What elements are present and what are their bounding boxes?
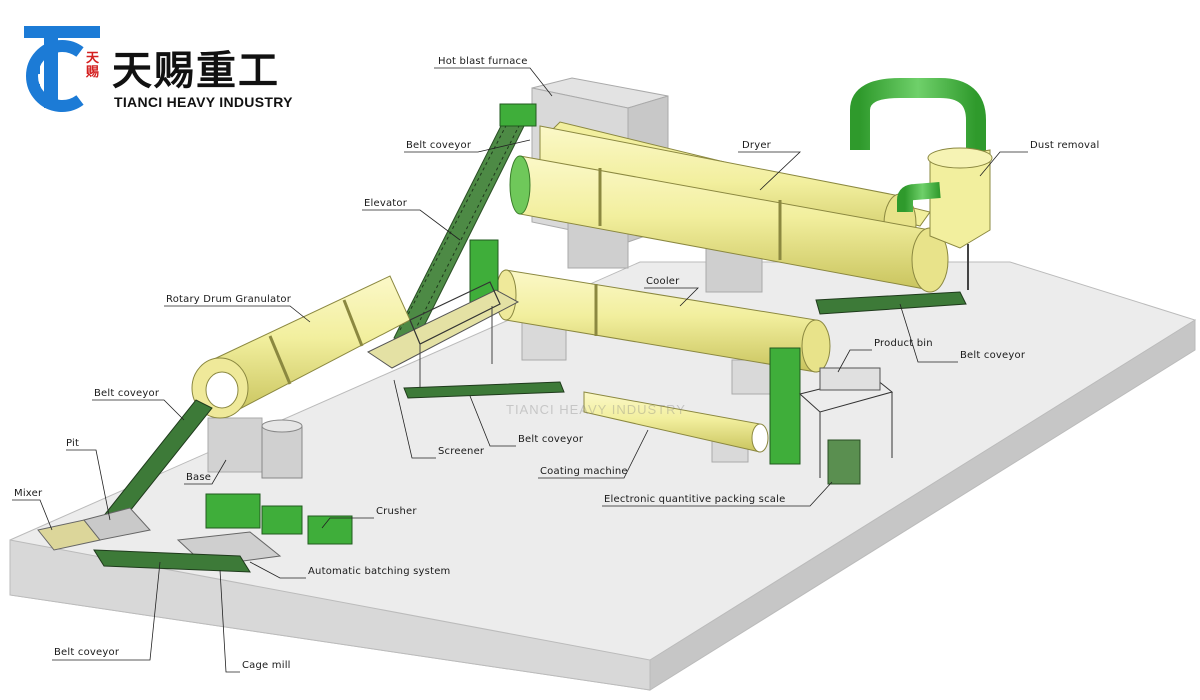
label-elevator: Elevator	[364, 198, 408, 209]
label-packing-scale: Electronic quantitive packing scale	[604, 494, 786, 505]
label-screener: Screener	[438, 446, 485, 457]
company-logo-icon	[24, 26, 100, 112]
logo-mark-cn: 天赐	[86, 51, 100, 80]
batching-system	[93, 531, 282, 573]
label-batching-system: Automatic batching system	[308, 566, 451, 577]
label-belt-conveyor-dryer: Belt coveyor	[406, 140, 472, 151]
label-crusher: Crusher	[376, 506, 417, 517]
brand-name-en: TIANCI HEAVY INDUSTRY	[114, 94, 293, 110]
brand-name-cn: 天赐重工	[112, 48, 280, 94]
label-belt-conveyor-cooler: Belt coveyor	[960, 350, 1026, 361]
cooler-drum	[469, 239, 831, 395]
label-cage-mill: Cage mill	[242, 660, 291, 671]
label-pit: Pit	[66, 438, 80, 449]
label-belt-conveyor-granulator: Belt coveyor	[94, 388, 160, 399]
watermark-text: TIANCI HEAVY INDUSTRY	[506, 402, 686, 417]
label-base: Base	[186, 472, 212, 483]
label-product-bin: Product bin	[874, 338, 933, 349]
label-coating-machine: Coating machine	[540, 466, 628, 477]
callout-lines	[12, 67, 1028, 673]
label-rotary-drum-granulator: Rotary Drum Granulator	[166, 294, 292, 305]
concrete-platform	[9, 261, 1197, 691]
label-hot-blast-furnace: Hot blast furnace	[438, 56, 528, 67]
dust-removal-unit	[850, 78, 993, 290]
label-dust-removal: Dust removal	[1030, 140, 1100, 151]
elevator-conveyor	[393, 103, 537, 347]
crusher-units	[205, 493, 353, 545]
label-dryer: Dryer	[742, 140, 771, 151]
screener	[366, 281, 565, 399]
rotary-drum-granulator	[191, 275, 411, 473]
label-cooler: Cooler	[646, 276, 680, 287]
label-belt-conveyor-screener: Belt coveyor	[518, 434, 584, 445]
dryer-drums	[509, 121, 949, 293]
dryer-belt-conveyor	[815, 291, 967, 315]
label-belt-conveyor-bottom: Belt coveyor	[54, 647, 120, 658]
mixer-and-pit	[37, 419, 303, 551]
coating-machine	[583, 391, 769, 463]
label-mixer: Mixer	[14, 488, 43, 499]
product-bin	[769, 347, 894, 485]
